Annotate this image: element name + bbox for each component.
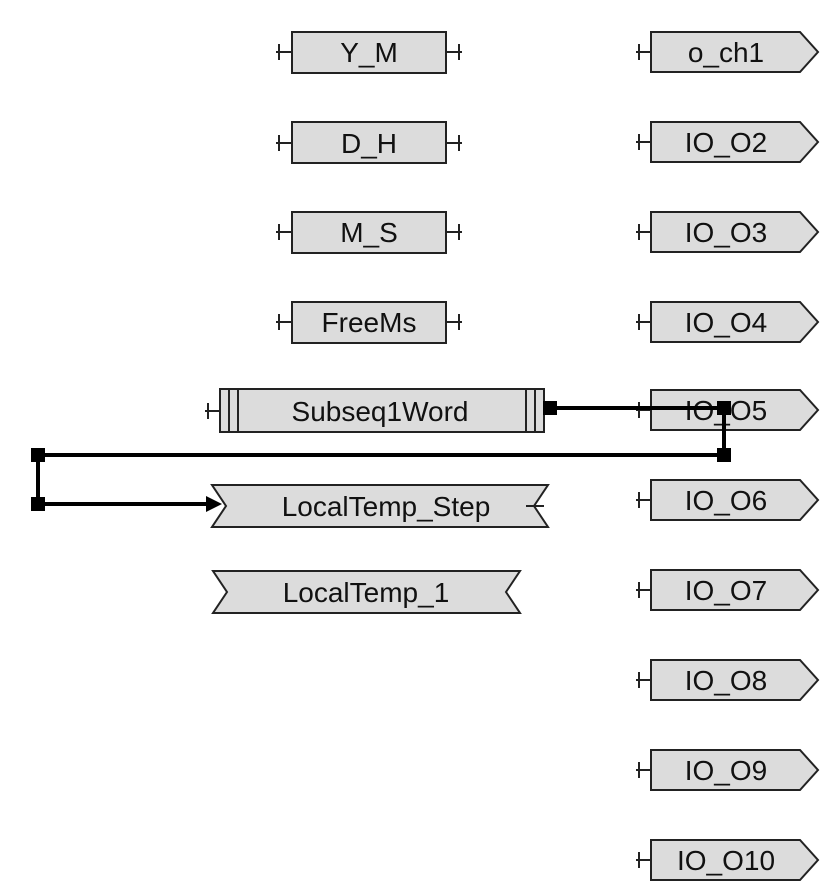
output-block-io-o3[interactable]: IO_O3 <box>636 211 820 253</box>
output-label: IO_O8 <box>685 665 767 696</box>
variable-block-m-s[interactable]: M_S <box>276 211 462 254</box>
output-label: IO_O3 <box>685 217 767 248</box>
subsequence-block[interactable]: Subseq1Word <box>205 388 545 433</box>
wire-node <box>31 497 45 511</box>
output-block-io-o5[interactable]: IO_O5 <box>636 389 820 431</box>
variable-block-d-h[interactable]: D_H <box>276 121 462 164</box>
wire-node <box>717 448 731 462</box>
subsequence-label: Subseq1Word <box>292 396 469 427</box>
output-block-io-o4[interactable]: IO_O4 <box>636 301 820 343</box>
connector-localtemp-1[interactable]: LocalTemp_1 <box>211 570 522 614</box>
output-block-io-o7[interactable]: IO_O7 <box>636 569 820 611</box>
output-label: IO_O7 <box>685 575 767 606</box>
wire-node <box>543 401 557 415</box>
connection-wire[interactable] <box>31 401 731 512</box>
wire-arrowhead <box>206 496 222 512</box>
connector-localtemp-step[interactable]: LocalTemp_Step <box>210 484 550 528</box>
output-label: IO_O6 <box>685 485 767 516</box>
variable-label: FreeMs <box>322 307 417 338</box>
output-block-io-o2[interactable]: IO_O2 <box>636 121 820 163</box>
connector-label: LocalTemp_Step <box>282 491 491 522</box>
connector-label: LocalTemp_1 <box>283 577 450 608</box>
output-label: IO_O9 <box>685 755 767 786</box>
output-block-io-o6[interactable]: IO_O6 <box>636 479 820 521</box>
wire-node <box>31 448 45 462</box>
variable-block-y-m[interactable]: Y_M <box>276 31 462 74</box>
output-label: o_ch1 <box>688 37 764 68</box>
output-label: IO_O10 <box>677 845 775 876</box>
output-block-io-o10[interactable]: IO_O10 <box>636 839 820 881</box>
output-label: IO_O2 <box>685 127 767 158</box>
variable-block-freems[interactable]: FreeMs <box>276 301 462 344</box>
output-block-io-o9[interactable]: IO_O9 <box>636 749 820 791</box>
output-block-o-ch1[interactable]: o_ch1 <box>636 31 820 73</box>
wire-node <box>717 401 731 415</box>
output-label: IO_O4 <box>685 307 767 338</box>
variable-label: D_H <box>341 128 397 159</box>
output-block-io-o8[interactable]: IO_O8 <box>636 659 820 701</box>
variable-label: M_S <box>340 217 398 248</box>
variable-label: Y_M <box>340 37 398 68</box>
